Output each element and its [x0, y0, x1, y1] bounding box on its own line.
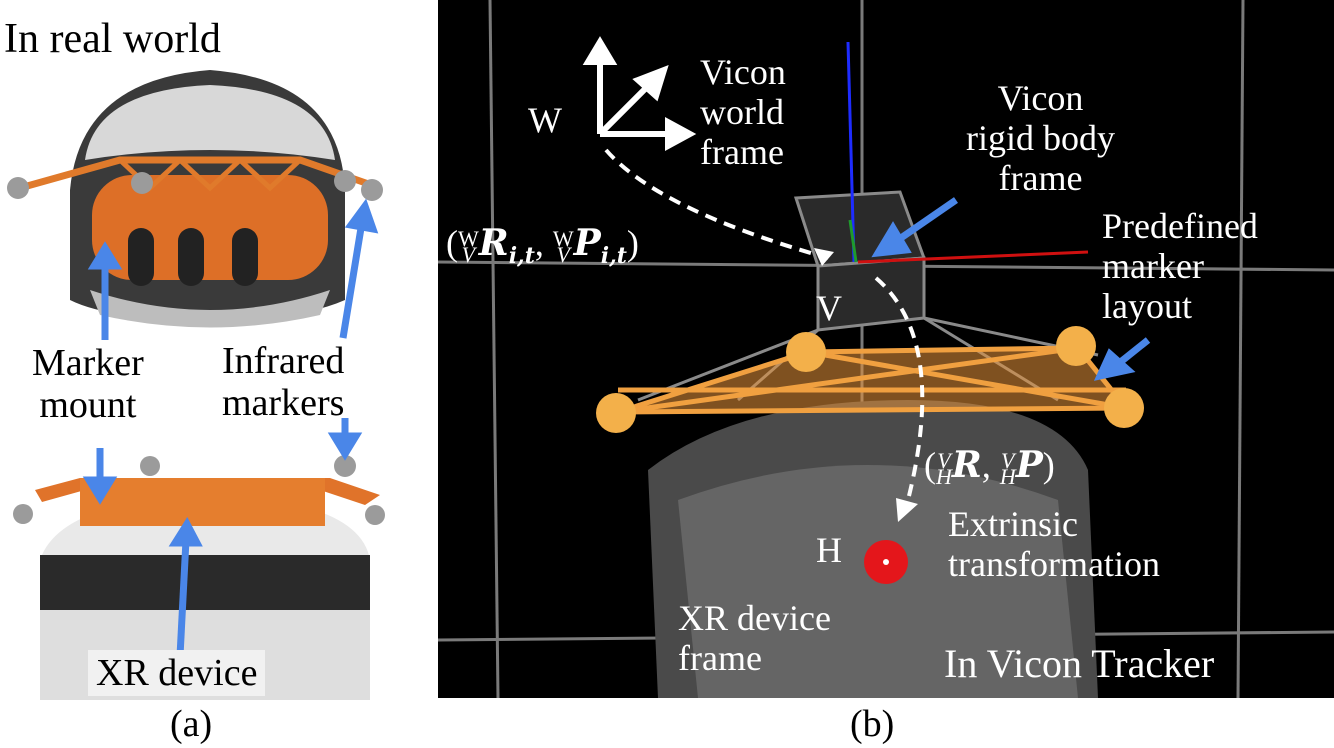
sub: V [556, 241, 570, 267]
label-line: Predefined [1102, 206, 1258, 246]
arrowhead [814, 248, 834, 266]
label-line: frame [700, 132, 784, 172]
vicon-tracker-view [438, 0, 1334, 698]
marker-ball [1056, 326, 1096, 366]
marker-ball [1104, 388, 1144, 428]
extrinsic-transform-label: ( V H R, V H P) [924, 444, 1055, 489]
position-symbol: P [573, 222, 601, 264]
paren: ( [924, 445, 936, 485]
label-line: frame [998, 158, 1083, 198]
y-axis [848, 219, 858, 263]
panel-a-title: In real world [4, 16, 221, 62]
ir-marker [334, 170, 356, 192]
label-line: layout [1102, 286, 1192, 326]
infrared-markers-label: Infrared markers [222, 340, 344, 424]
label-line: Infrared [222, 340, 345, 382]
z-axis [846, 41, 856, 263]
marker-ball [786, 332, 826, 372]
separator: , [534, 223, 544, 263]
label-line: frame [678, 638, 762, 678]
blue-arrows-b [871, 197, 1151, 381]
position-symbol: P [1015, 444, 1043, 486]
label-line: markers [222, 382, 345, 424]
sub: i,t [600, 243, 627, 270]
panel-a: In real world Marker mount Infrared mark… [0, 0, 430, 748]
world-axis-label: W [528, 100, 562, 140]
marker-mount-label: Marker mount [32, 342, 144, 426]
label-line: Vicon [700, 52, 786, 92]
label-line: Marker [32, 342, 144, 384]
sup: V [937, 447, 951, 473]
ir-marker [131, 172, 153, 194]
label-line: transformation [948, 544, 1160, 584]
arrowhead [896, 498, 918, 522]
rotation-symbol: R [478, 222, 509, 264]
label-line: Extrinsic [948, 504, 1078, 544]
blue-arrows-a [82, 198, 379, 657]
ir-marker [140, 456, 160, 476]
sub: V [461, 241, 476, 267]
v-frame-label: V [816, 288, 842, 328]
headset-front-photo [7, 70, 383, 328]
ir-marker [361, 179, 383, 201]
label-line: mount [39, 384, 137, 426]
caption-b: (b) [850, 703, 895, 745]
world-axes-icon [582, 36, 697, 152]
x-axis [857, 250, 1089, 264]
sub: H [936, 463, 952, 489]
h-frame-label: H [816, 530, 842, 570]
vicon-rigid-body-label: Vicon rigid body frame [966, 78, 1115, 198]
label-line: marker [1102, 246, 1204, 286]
ir-marker [334, 455, 356, 477]
paren: ( [446, 223, 458, 263]
ir-marker [365, 505, 385, 525]
ir-marker [7, 177, 29, 199]
panel-b: W Vicon world frame Vicon rigid body fra… [438, 0, 1334, 698]
sub: i,t [508, 243, 535, 270]
vicon-world-frame-label: Vicon world frame [700, 52, 786, 172]
label-line: world [700, 92, 784, 132]
label-line: Vicon [997, 78, 1084, 118]
xr-device-label: XR device [88, 650, 266, 696]
sup: V [1001, 447, 1015, 473]
world-transform-label: ( W V Ri,t, W V Pi,t) [446, 222, 639, 269]
sup: W [458, 225, 479, 251]
paren: ) [1042, 445, 1055, 485]
rotation-symbol: R [951, 444, 982, 486]
extrinsic-transformation-label: Extrinsic transformation [948, 504, 1160, 584]
vicon-tracker-title: In Vicon Tracker [944, 641, 1215, 686]
label-line: rigid body [966, 118, 1115, 158]
dashed-arrows [604, 148, 925, 501]
marker-layout-label: Predefined marker layout [1102, 206, 1258, 326]
xr-device-frame-label: XR device frame [678, 598, 831, 678]
paren: ) [626, 223, 639, 263]
caption-a: (a) [170, 703, 213, 745]
marker-layout [596, 326, 1144, 433]
marker-ball [596, 393, 636, 433]
sup: W [552, 225, 574, 251]
ir-marker [13, 504, 33, 524]
dot-center [883, 559, 889, 565]
separator: , [981, 445, 991, 485]
label-line: XR device [678, 598, 831, 638]
sub: H [999, 463, 1016, 489]
